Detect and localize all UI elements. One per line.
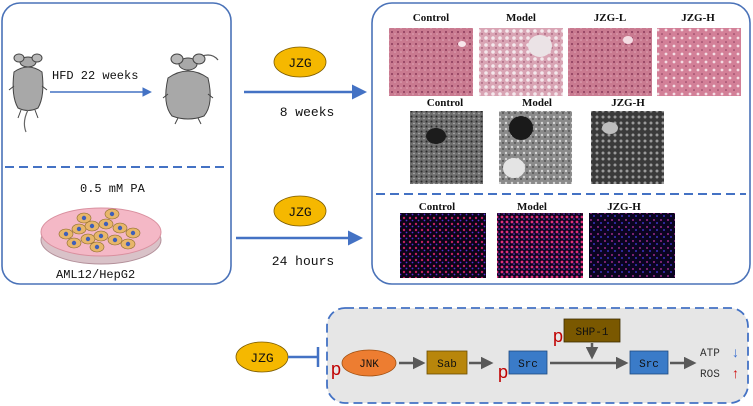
- he-image-control: [389, 28, 473, 96]
- hfd-label: HFD 22 weeks: [52, 69, 138, 83]
- fluor-image-model: [497, 213, 583, 278]
- inhibition-arrow: [288, 347, 320, 367]
- src-label-phospho: Src: [518, 359, 538, 371]
- sab-label: Sab: [437, 359, 457, 371]
- tem-label-control: Control: [427, 97, 463, 109]
- fluor-label-jzg-h: JZG-H: [607, 201, 641, 213]
- shp1-label: SHP-1: [575, 327, 608, 339]
- fluor-image-control: [400, 213, 486, 278]
- tem-image-jzg-h: [591, 111, 664, 184]
- duration-8-weeks: 8 weeks: [280, 105, 335, 120]
- jzg-badge-bottom: [273, 195, 327, 227]
- shp1-node: [563, 318, 621, 343]
- atp-down-icon: ↓: [732, 344, 739, 360]
- tem-label-model: Model: [522, 97, 552, 109]
- fluor-image-jzg-h: [589, 213, 675, 278]
- mouse-icon-after: [162, 53, 219, 125]
- ros-up-icon: ↑: [732, 365, 739, 381]
- atp-label: ATP: [700, 348, 720, 360]
- he-label-jzg-l: JZG-L: [594, 12, 626, 24]
- phospho-src: p: [498, 362, 508, 382]
- tem-image-control: [410, 111, 483, 184]
- src-node-phospho: [508, 350, 548, 375]
- mouse-icon-before: [8, 53, 48, 133]
- jzg-label-bottom: JZG: [288, 205, 311, 220]
- culture-dish-icon: [40, 207, 162, 265]
- fluor-label-model: Model: [517, 201, 547, 213]
- fluor-label-control: Control: [419, 201, 455, 213]
- jnk-node: [341, 349, 397, 377]
- src-label-active: Src: [639, 359, 659, 371]
- duration-24-hours: 24 hours: [272, 254, 334, 269]
- he-label-control: Control: [413, 12, 449, 24]
- he-label-model: Model: [506, 12, 536, 24]
- pa-label: 0.5 mM PA: [80, 182, 146, 196]
- phospho-shp1: p: [553, 326, 563, 346]
- jzg-label-top: JZG: [288, 56, 311, 71]
- jzg-badge-top: [273, 46, 327, 78]
- ros-label: ROS: [700, 369, 720, 381]
- sab-node: [426, 350, 468, 375]
- left-panel: [1, 2, 232, 285]
- cell-label: AML12/HepG2: [56, 268, 135, 282]
- he-image-model: [479, 28, 563, 96]
- tem-label-jzg-h: JZG-H: [611, 97, 645, 109]
- he-image-jzg-h: [657, 28, 741, 96]
- tem-image-model: [499, 111, 572, 184]
- he-label-jzg-h: JZG-H: [681, 12, 715, 24]
- phospho-jnk: p: [331, 359, 341, 379]
- jzg-label-pathway: JZG: [250, 351, 273, 366]
- he-image-jzg-l: [568, 28, 652, 96]
- src-node-active: [629, 350, 669, 375]
- jnk-label: JNK: [359, 359, 379, 371]
